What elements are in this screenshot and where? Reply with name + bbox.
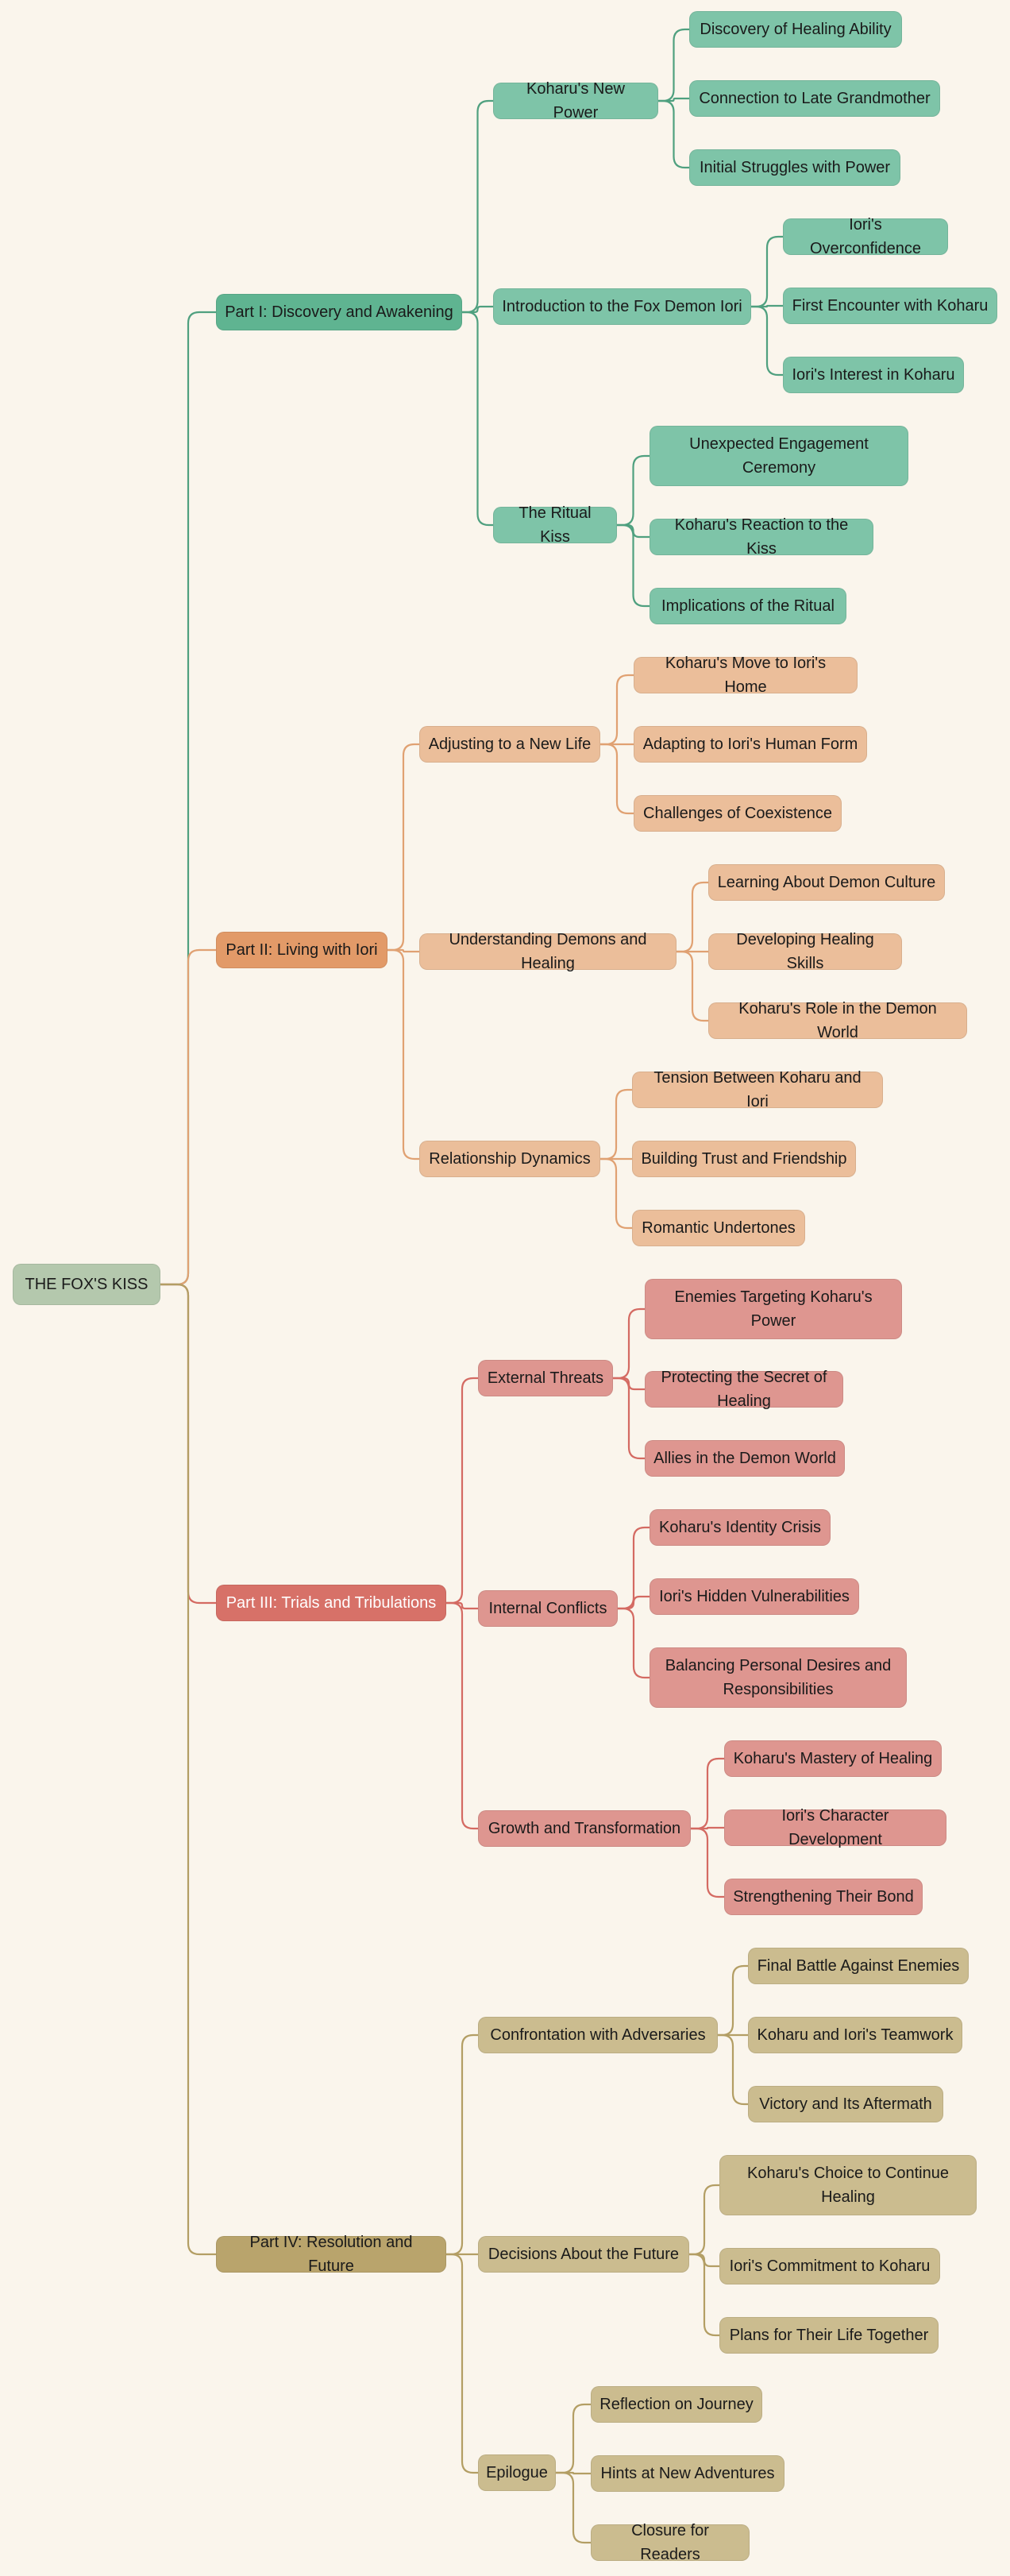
- link-sub-3-2-leaf-2: [618, 1595, 650, 1610]
- link-sub-1-2-leaf-2: [751, 304, 783, 308]
- leaf-node-koharu-and-iori-s-teamwork[interactable]: Koharu and Iori's Teamwork: [748, 2017, 962, 2053]
- link-sub-1-2-leaf-3: [751, 305, 783, 377]
- leaf-node-allies-in-the-demon-world[interactable]: Allies in the Demon World: [645, 1440, 845, 1477]
- leaf-node-enemies-targeting-koharu-s-power[interactable]: Enemies Targeting Koharu's Power: [645, 1279, 902, 1339]
- link-sub-4-3-leaf-3: [556, 2471, 591, 2544]
- link-sub-3-2-leaf-3: [618, 1607, 650, 1679]
- leaf-node-unexpected-engagement-ceremony[interactable]: Unexpected Engagement Ceremony: [650, 426, 908, 486]
- leaf-node-iori-s-character-development[interactable]: Iori's Character Development: [724, 1807, 946, 1848]
- link-branch-1-sub-1: [462, 99, 493, 314]
- topic-node-decisions-about-the-future[interactable]: Decisions About the Future: [478, 2236, 689, 2273]
- topic-node-growth-and-transformation[interactable]: Growth and Transformation: [478, 1810, 691, 1847]
- link-sub-1-3-leaf-3: [617, 523, 650, 608]
- topic-node-external-threats[interactable]: External Threats: [478, 1360, 613, 1396]
- branch-node-part-iv-resolution-and-future[interactable]: Part IV: Resolution and Future: [216, 2234, 446, 2275]
- link-sub-1-1-leaf-2: [658, 97, 689, 102]
- leaf-node-iori-s-interest-in-koharu[interactable]: Iori's Interest in Koharu: [783, 357, 964, 393]
- link-sub-4-1-leaf-3: [718, 2033, 748, 2106]
- link-sub-4-1-leaf-1: [718, 1964, 748, 2037]
- link-sub-2-3-leaf-1: [600, 1088, 632, 1161]
- leaf-node-connection-to-late-grandmother[interactable]: Connection to Late Grandmother: [689, 80, 940, 117]
- link-branch-3-sub-1: [446, 1377, 478, 1605]
- link-branch-2-sub-3: [387, 948, 419, 1161]
- link-branch-3-sub-2: [446, 1601, 478, 1610]
- leaf-node-iori-s-overconfidence[interactable]: Iori's Overconfidence: [783, 216, 948, 257]
- link-sub-1-1-leaf-1: [658, 28, 689, 102]
- link-sub-1-3-leaf-1: [617, 454, 650, 527]
- link-sub-1-1-leaf-3: [658, 99, 689, 169]
- link-branch-2-sub-1: [387, 743, 419, 952]
- link-sub-1-2-leaf-1: [751, 235, 783, 308]
- leaf-node-developing-healing-skills[interactable]: Developing Healing Skills: [708, 931, 902, 972]
- topic-node-confrontation-with-adversaries[interactable]: Confrontation with Adversaries: [478, 2017, 718, 2053]
- topic-node-internal-conflicts[interactable]: Internal Conflicts: [478, 1590, 618, 1627]
- leaf-node-discovery-of-healing-ability[interactable]: Discovery of Healing Ability: [689, 11, 902, 48]
- leaf-node-iori-s-commitment-to-koharu[interactable]: Iori's Commitment to Koharu: [719, 2248, 940, 2284]
- leaf-node-implications-of-the-ritual[interactable]: Implications of the Ritual: [650, 588, 846, 624]
- link-sub-2-3-leaf-3: [600, 1157, 632, 1230]
- leaf-node-adapting-to-iori-s-human-form[interactable]: Adapting to Iori's Human Form: [634, 726, 867, 763]
- link-root-branch-4: [160, 1283, 216, 2256]
- link-sub-4-3-leaf-1: [556, 2403, 591, 2474]
- topic-node-the-ritual-kiss[interactable]: The Ritual Kiss: [493, 504, 617, 546]
- leaf-node-final-battle-against-enemies[interactable]: Final Battle Against Enemies: [748, 1948, 969, 1984]
- link-sub-3-3-leaf-2: [691, 1826, 724, 1830]
- leaf-node-koharu-s-role-in-the-demon-world[interactable]: Koharu's Role in the Demon World: [708, 1000, 967, 1041]
- topic-node-understanding-demons-and-healing[interactable]: Understanding Demons and Healing: [419, 931, 677, 972]
- leaf-node-initial-struggles-with-power[interactable]: Initial Struggles with Power: [689, 149, 900, 186]
- link-root-branch-2: [160, 948, 216, 1286]
- leaf-node-building-trust-and-friendship[interactable]: Building Trust and Friendship: [632, 1141, 856, 1177]
- leaf-node-romantic-undertones[interactable]: Romantic Undertones: [632, 1210, 805, 1246]
- link-branch-4-sub-1: [446, 2033, 478, 2256]
- leaf-node-closure-for-readers[interactable]: Closure for Readers: [591, 2522, 750, 2563]
- link-sub-2-2-leaf-1: [677, 881, 708, 953]
- branch-node-part-i-discovery-and-awakening[interactable]: Part I: Discovery and Awakening: [216, 294, 462, 330]
- leaf-node-protecting-the-secret-of-healing[interactable]: Protecting the Secret of Healing: [645, 1369, 843, 1410]
- link-branch-1-sub-3: [462, 311, 493, 527]
- link-branch-1-sub-2: [462, 305, 493, 314]
- topic-node-adjusting-to-a-new-life[interactable]: Adjusting to a New Life: [419, 726, 600, 763]
- link-sub-4-2-leaf-3: [689, 2253, 719, 2337]
- leaf-node-challenges-of-coexistence[interactable]: Challenges of Coexistence: [634, 795, 842, 832]
- leaf-node-koharu-s-choice-to-continue-healing[interactable]: Koharu's Choice to Continue Healing: [719, 2155, 977, 2215]
- link-branch-2-sub-2: [387, 948, 419, 953]
- link-sub-3-3-leaf-3: [691, 1827, 724, 1898]
- topic-node-introduction-to-the-fox-demon-iori[interactable]: Introduction to the Fox Demon Iori: [493, 288, 751, 325]
- leaf-node-plans-for-their-life-together[interactable]: Plans for Their Life Together: [719, 2317, 939, 2354]
- link-sub-4-2-leaf-1: [689, 2184, 719, 2256]
- leaf-node-tension-between-koharu-and-iori[interactable]: Tension Between Koharu and Iori: [632, 1069, 883, 1110]
- root-node[interactable]: THE FOX'S KISS: [13, 1264, 160, 1305]
- leaf-node-balancing-personal-desires-and-responsibilities[interactable]: Balancing Personal Desires and Responsib…: [650, 1647, 907, 1708]
- leaf-node-reflection-on-journey[interactable]: Reflection on Journey: [591, 2386, 762, 2423]
- link-sub-2-1-leaf-3: [600, 743, 634, 815]
- leaf-node-hints-at-new-adventures[interactable]: Hints at New Adventures: [591, 2455, 784, 2492]
- link-sub-3-1-leaf-3: [613, 1377, 645, 1460]
- leaf-node-koharu-s-identity-crisis[interactable]: Koharu's Identity Crisis: [650, 1509, 831, 1546]
- leaf-node-victory-and-its-aftermath[interactable]: Victory and Its Aftermath: [748, 2086, 943, 2122]
- branch-node-part-ii-living-with-iori[interactable]: Part II: Living with Iori: [216, 932, 387, 968]
- link-branch-4-sub-3: [446, 2253, 478, 2474]
- leaf-node-koharu-s-mastery-of-healing[interactable]: Koharu's Mastery of Healing: [724, 1740, 942, 1777]
- leaf-node-learning-about-demon-culture[interactable]: Learning About Demon Culture: [708, 864, 945, 901]
- topic-node-koharu-s-new-power[interactable]: Koharu's New Power: [493, 80, 658, 122]
- leaf-node-koharu-s-reaction-to-the-kiss[interactable]: Koharu's Reaction to the Kiss: [650, 516, 873, 558]
- link-sub-2-2-leaf-3: [677, 950, 708, 1022]
- leaf-node-koharu-s-move-to-iori-s-home[interactable]: Koharu's Move to Iori's Home: [634, 655, 858, 696]
- link-sub-3-3-leaf-1: [691, 1757, 724, 1830]
- leaf-node-first-encounter-with-koharu[interactable]: First Encounter with Koharu: [783, 288, 997, 324]
- link-sub-2-1-leaf-1: [600, 674, 634, 746]
- leaf-node-strengthening-their-bond[interactable]: Strengthening Their Bond: [724, 1879, 923, 1915]
- link-sub-3-1-leaf-1: [613, 1307, 645, 1380]
- topic-node-epilogue[interactable]: Epilogue: [478, 2454, 556, 2491]
- leaf-node-iori-s-hidden-vulnerabilities[interactable]: Iori's Hidden Vulnerabilities: [650, 1578, 859, 1615]
- topic-node-relationship-dynamics[interactable]: Relationship Dynamics: [419, 1141, 600, 1177]
- branch-node-part-iii-trials-and-tribulations[interactable]: Part III: Trials and Tribulations: [216, 1585, 446, 1621]
- link-sub-4-3-leaf-2: [556, 2471, 591, 2475]
- link-branch-3-sub-3: [446, 1601, 478, 1830]
